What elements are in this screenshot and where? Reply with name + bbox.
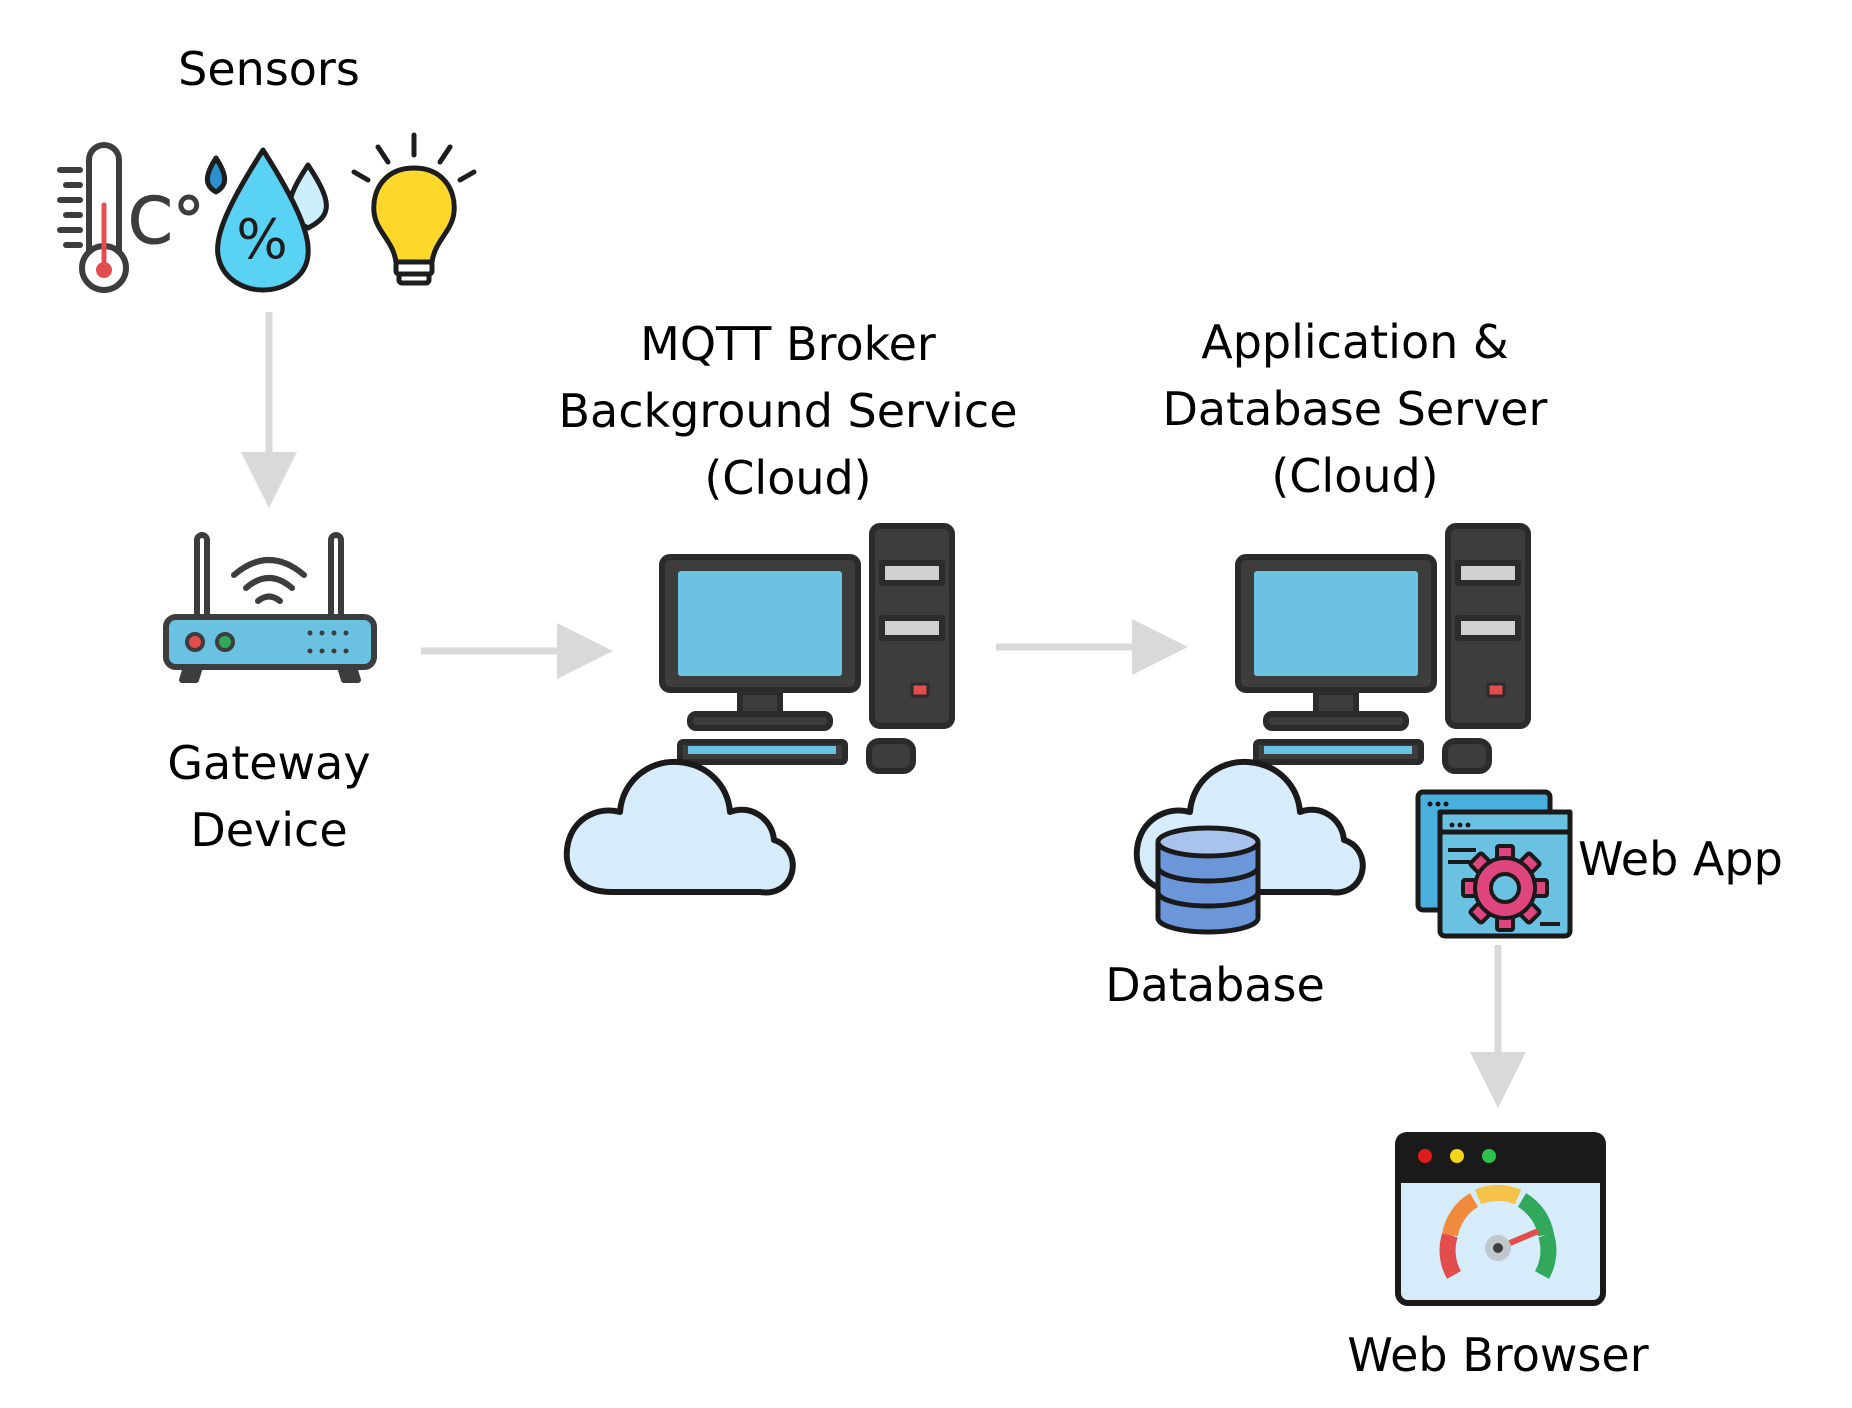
mqtt-cloud-icon <box>563 758 796 896</box>
percent-symbol-icon: % <box>236 208 287 271</box>
gateway-device-label: Gateway Device <box>167 736 371 857</box>
browser-traffic-lights <box>1418 1149 1496 1163</box>
router-icon <box>163 532 377 683</box>
browser-green-dot <box>1482 1149 1496 1163</box>
connector-arrows <box>241 312 1526 1108</box>
browser-red-dot <box>1418 1149 1432 1163</box>
app-db-server-label: Application & Database Server (Cloud) <box>1162 315 1548 503</box>
humidity-drops-icon <box>204 147 329 293</box>
light-bulb-icon <box>351 132 477 286</box>
speedometer-gauge-icon <box>1439 1184 1557 1279</box>
sensors-label: Sensors <box>178 42 360 96</box>
database-icon <box>1155 825 1261 935</box>
gear-icon <box>1461 844 1549 932</box>
web-app-window-dots <box>1427 801 1471 828</box>
web-browser-label: Web Browser <box>1347 1328 1649 1382</box>
mqtt-computer-icon <box>659 523 955 774</box>
thermometer-icon <box>57 142 129 293</box>
web-app-label: Web App <box>1578 832 1783 886</box>
router-indicator-dots <box>307 630 349 654</box>
browser-yellow-dot <box>1450 1149 1464 1163</box>
celsius-unit-icon: C° <box>128 185 205 259</box>
database-label: Database <box>1105 958 1325 1012</box>
mqtt-broker-label: MQTT Broker Background Service (Cloud) <box>558 317 1018 505</box>
app-server-computer-icon <box>1235 523 1531 774</box>
